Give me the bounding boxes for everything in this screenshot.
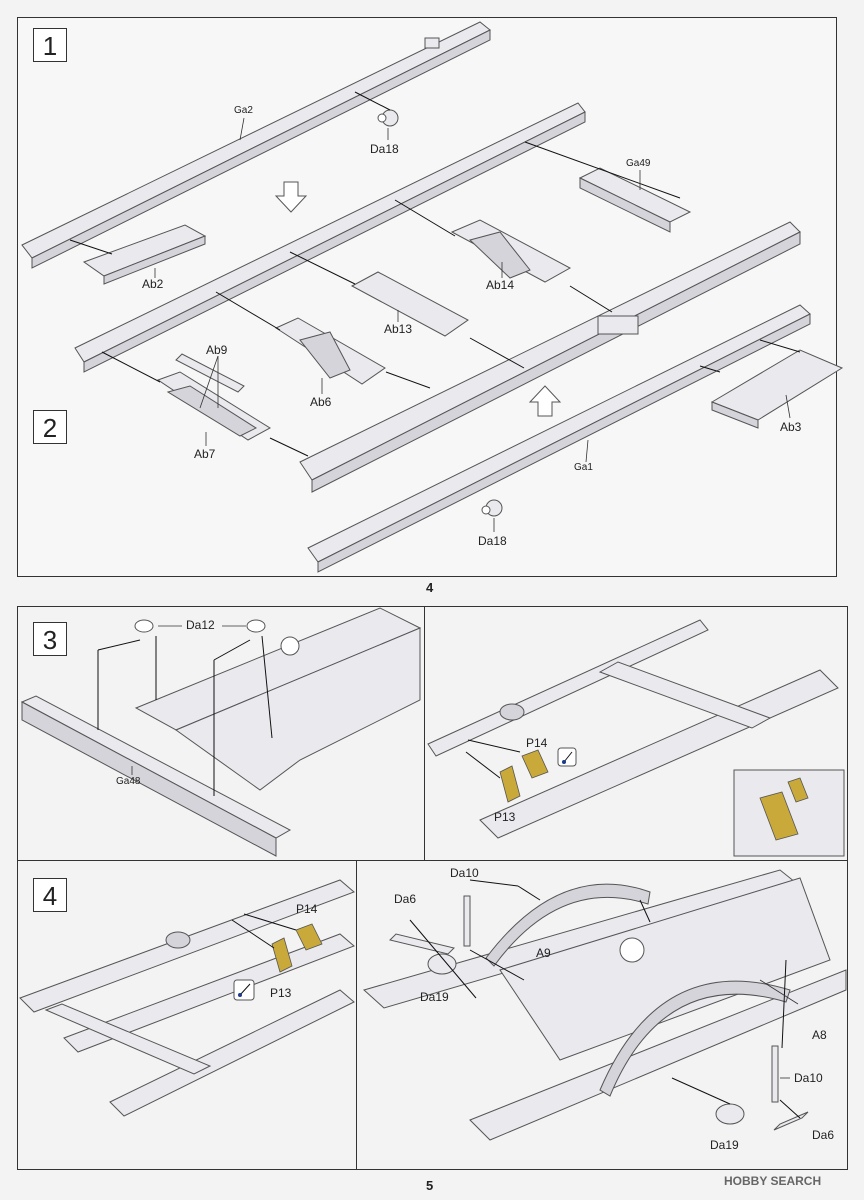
- assembly-arrows-top: [69, 91, 801, 457]
- label-da12: Da12: [186, 618, 215, 632]
- label-a9: A9: [536, 946, 551, 960]
- assembly-arrows-step3-left: [97, 625, 273, 796]
- step3-chassis-front: [134, 607, 422, 791]
- label-ga2: Ga2: [234, 105, 253, 116]
- da6-link-top: [389, 933, 455, 955]
- assembly-arrows-step4-right: [409, 879, 801, 1119]
- step3-left-panel: [17, 606, 425, 861]
- label-a8: A8: [812, 1028, 827, 1042]
- label-da18-top: Da18: [370, 142, 399, 156]
- da6-link-bottom: [773, 1111, 809, 1131]
- label-da19-top: Da19: [420, 990, 449, 1004]
- label-ab2: Ab2: [142, 277, 164, 291]
- step4-right-panel: [356, 860, 848, 1170]
- a8-leaf-spring: [599, 980, 791, 1097]
- step4-chassis-right: [362, 869, 847, 1141]
- label-da6-top: Da6: [394, 892, 417, 906]
- label-da18-bottom: Da18: [478, 534, 507, 548]
- label-ab6: Ab6: [310, 395, 332, 409]
- label-ab9: Ab9: [206, 343, 228, 357]
- p13-etched-part-step4: [271, 937, 293, 973]
- da12-shackles: [134, 619, 266, 633]
- label-ga49: Ga49: [626, 158, 651, 169]
- label-da6-bottom: Da6: [812, 1128, 835, 1142]
- label-p13-step3: P13: [494, 810, 516, 824]
- p14-etched-part-step4: [295, 923, 323, 951]
- ga2-frame-rail: [21, 21, 491, 269]
- label-ab14: Ab14: [486, 278, 515, 292]
- label-ab3: Ab3: [780, 420, 802, 434]
- label-p14-step3: P14: [526, 736, 548, 750]
- up-arrow-icon: [528, 385, 562, 417]
- da18-top-part: [377, 109, 399, 127]
- label-ab7: Ab7: [194, 447, 216, 461]
- da18-bottom-part: [481, 499, 503, 517]
- ga49-crossmember: [578, 167, 692, 233]
- ab13-crossmember: [350, 271, 469, 337]
- page-4-frame: [17, 17, 837, 577]
- down-arrow-icon: [274, 181, 308, 213]
- step3-chassis-rear: [427, 619, 839, 839]
- assembly-arrows-step4-left: [231, 913, 297, 949]
- da19-shock-top: [427, 953, 457, 975]
- step-number-1: 1: [33, 28, 67, 62]
- p13-etched-part-step3: [499, 765, 521, 803]
- step-number-2: 2: [33, 410, 67, 444]
- label-p14-step4: P14: [296, 902, 318, 916]
- ga1-frame-rail: [307, 304, 811, 573]
- label-p13-step4: P13: [270, 986, 292, 1000]
- page-number-4: 4: [426, 580, 434, 595]
- hobby-search-watermark: HOBBY SEARCH: [724, 1174, 822, 1188]
- leader-lines-top: [154, 117, 791, 532]
- page-number-5: 5: [426, 1178, 434, 1193]
- step3-right-panel: [424, 606, 848, 861]
- glue-icon-step3[interactable]: [557, 747, 577, 767]
- p14-etched-part-step3: [521, 749, 549, 779]
- label-da19-bottom: Da19: [710, 1138, 739, 1152]
- ab3-plate: [710, 349, 844, 429]
- da10-rod-top: [463, 895, 471, 947]
- ab9-bar: [175, 353, 245, 393]
- step-number-4: 4: [33, 878, 67, 912]
- detail-inset: [733, 769, 845, 857]
- label-ab13: Ab13: [384, 322, 413, 336]
- da10-rod-bottom: [771, 1045, 779, 1103]
- ab6-crossmember: [274, 317, 386, 385]
- ga48-bumper: [20, 695, 292, 857]
- glue-icon-step4[interactable]: [233, 979, 255, 1001]
- main-frame-rail: [74, 102, 801, 493]
- label-ga48: Ga48: [116, 776, 141, 787]
- ab2-plate: [82, 224, 207, 285]
- label-da10-top: Da10: [450, 866, 479, 880]
- label-da10-bottom: Da10: [794, 1071, 823, 1085]
- label-ga1: Ga1: [574, 462, 593, 473]
- ab7-bracket: [156, 371, 271, 441]
- a9-leaf-spring: [485, 883, 651, 967]
- assembly-arrows-step3-right: [465, 739, 521, 779]
- ab14-crossmember: [450, 219, 572, 283]
- step-number-3: 3: [33, 622, 67, 656]
